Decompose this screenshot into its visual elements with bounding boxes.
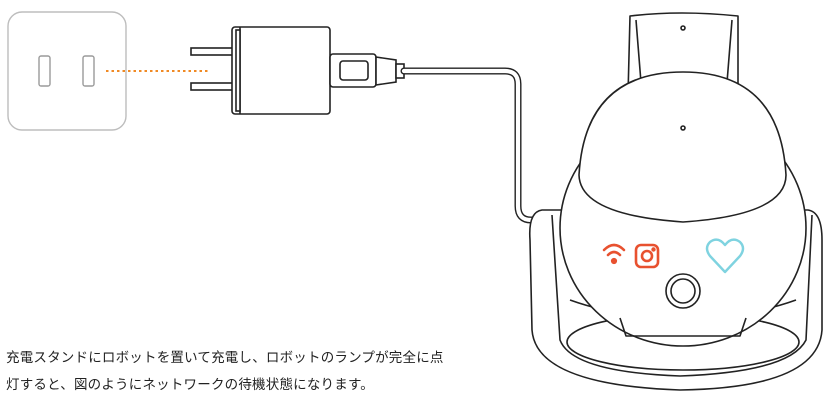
usb-power-adapter-icon <box>190 26 331 115</box>
wifi-icon <box>602 243 626 265</box>
caption-line-2: 灯すると、図のようにネットワークの待機状態になります。 <box>6 377 375 393</box>
power-button-icon <box>665 273 701 309</box>
usb-plug-icon <box>329 53 405 88</box>
wall-outlet-icon <box>7 11 127 131</box>
caption-line-1: 充電スタンドにロボットを置いて充電し、ロボットのランプが完全に点 <box>6 350 444 366</box>
heart-icon <box>705 238 745 274</box>
usb-cable <box>400 67 552 224</box>
caption: 充電スタンドにロボットを置いて充電し、ロボットのランプが完全に点 灯すると、図の… <box>6 345 526 399</box>
camera-icon <box>634 243 660 269</box>
robot-charging-stand <box>528 12 823 391</box>
